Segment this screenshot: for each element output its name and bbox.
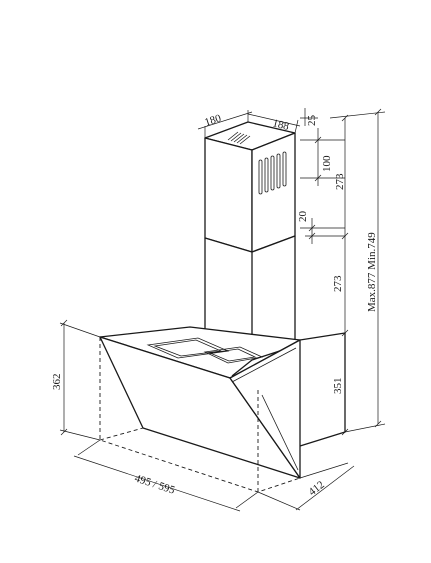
label-total-height: Max.877 Min.749: [366, 232, 378, 312]
label-vent-height: 100: [321, 155, 333, 172]
dimension-lines: [59, 108, 386, 512]
label-top-offset: 25: [306, 115, 318, 127]
label-overlap: 20: [297, 211, 309, 223]
label-hood-width: 495 / 595: [133, 472, 177, 496]
dimension-ticks: [60, 108, 382, 436]
label-lower-chimney-height: 273: [332, 275, 344, 292]
vent-slots: [258, 151, 287, 195]
label-chimney-depth: 188: [271, 117, 290, 133]
label-upper-chimney-height: 273: [334, 173, 346, 190]
hidden-outline: [99, 337, 301, 493]
glass-canopy: [99, 336, 301, 479]
chimney-top-hatch: [227, 131, 251, 145]
label-hood-height-left: 362: [51, 374, 63, 391]
label-chimney-width: 180: [203, 112, 223, 129]
label-hood-height-right: 351: [332, 378, 344, 395]
label-hood-depth: 412: [306, 479, 326, 499]
upper-chimney: [204, 121, 296, 253]
